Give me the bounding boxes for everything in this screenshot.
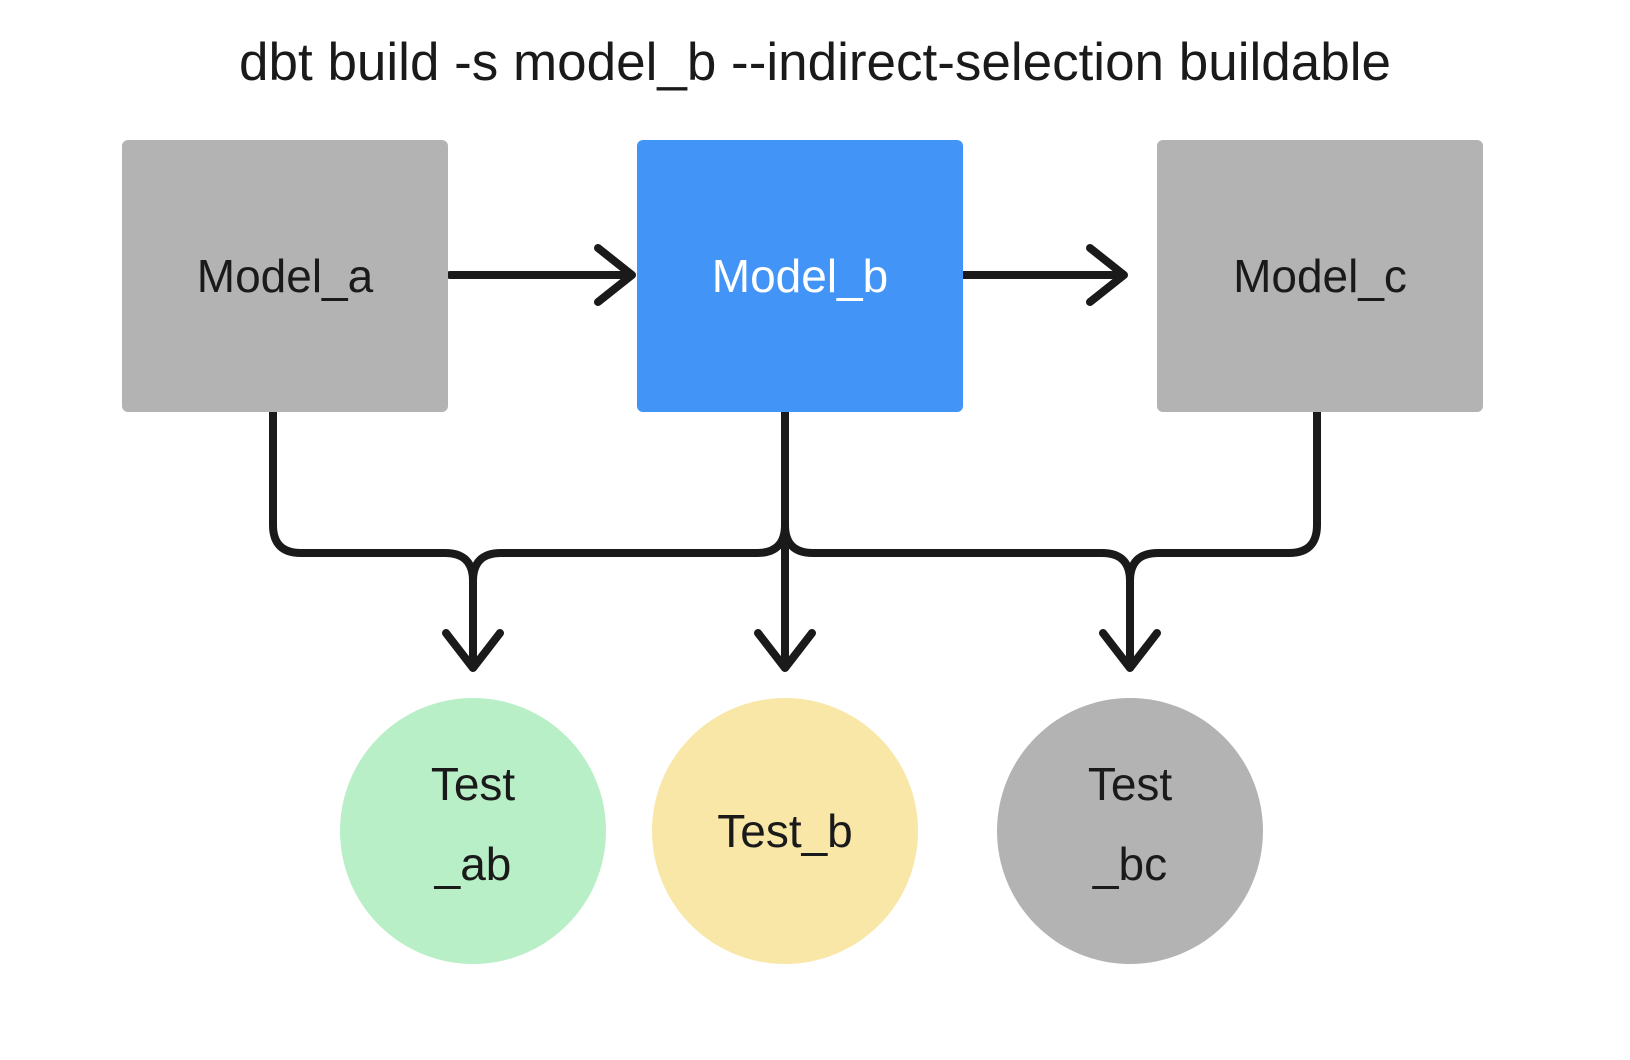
node-test-bc-label-line1: Test bbox=[1088, 758, 1173, 810]
node-test-b-shape[interactable] bbox=[652, 698, 918, 964]
node-model-c-label: Model_c bbox=[1233, 250, 1407, 302]
node-test-bc-shape[interactable] bbox=[997, 698, 1263, 964]
node-test-ab-label-line1: Test bbox=[431, 758, 516, 810]
edge-model-c-to-test-bc bbox=[1126, 408, 1321, 585]
diagram-title: dbt build -s model_b --indirect-selectio… bbox=[239, 33, 1391, 92]
node-test-b-label-line1: Test_b bbox=[717, 805, 853, 857]
node-model-a-shape[interactable] bbox=[122, 140, 448, 412]
edge-model-b-to-test-ab bbox=[469, 408, 789, 585]
node-test-bc-label-line2: _bc bbox=[1092, 838, 1167, 890]
edge-model-a-to-test-ab bbox=[269, 408, 504, 672]
node-model-a[interactable]: Model_a bbox=[122, 140, 448, 412]
node-model-b-label: Model_b bbox=[712, 250, 888, 302]
node-model-c[interactable]: Model_c bbox=[1157, 140, 1483, 412]
node-test-ab-shape[interactable] bbox=[340, 698, 606, 964]
node-model-b[interactable]: Model_b bbox=[637, 140, 963, 412]
node-test-ab[interactable]: Test _ab bbox=[340, 698, 606, 964]
node-model-c-shape[interactable] bbox=[1157, 140, 1483, 412]
edge-model-b-to-test-bc bbox=[781, 521, 1161, 672]
edge-model-b-to-model-c bbox=[959, 244, 1128, 306]
node-test-ab-label-line2: _ab bbox=[434, 838, 512, 890]
node-model-a-label: Model_a bbox=[197, 250, 374, 302]
node-test-bc[interactable]: Test _bc bbox=[997, 698, 1263, 964]
node-test-b[interactable]: Test_b bbox=[652, 698, 918, 964]
node-model-b-shape[interactable] bbox=[637, 140, 963, 412]
edge-model-a-to-model-b bbox=[446, 244, 636, 306]
